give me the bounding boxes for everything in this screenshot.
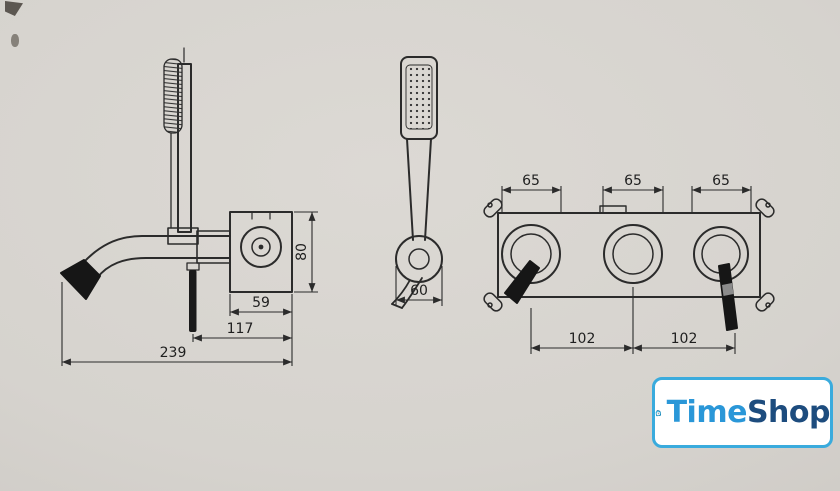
hose-coil [163,58,183,134]
dimension-65-center: 65 [602,173,664,212]
knob-center-dot [258,244,264,250]
timeshop-bag-icon [655,409,662,416]
logo-text-time: Time [666,394,748,430]
control-knob [240,226,282,268]
dimension-239: 239 [61,282,292,366]
dimension-65-right: 65 [691,173,752,212]
dimension-label-102-right: 102 [671,331,698,347]
mounting-tab [755,292,775,312]
spray-face [405,64,433,130]
lever-highlight [722,283,734,296]
shower-handle-left-edge [406,138,414,241]
dimensions-left-view: 80 59 117 239 [61,211,318,366]
logo-text-shop: Shop [746,394,831,430]
dimension-102-left: 102 [530,287,634,354]
tab-hole [487,202,493,208]
mixer-body [229,211,293,293]
clock-ticks [656,411,660,415]
dimension-65-left: 65 [501,173,562,212]
dimension-label-65-left: 65 [522,173,540,189]
hose-outlet-left [391,279,411,305]
dimension-label-60: 60 [410,283,428,299]
mounting-tabs [483,198,775,312]
tab-hole [765,302,771,308]
dimension-label-117: 117 [227,321,254,337]
dimension-label-65-right: 65 [712,173,730,189]
dimension-label-65-center: 65 [624,173,642,189]
spout-bottom-edge [96,257,231,279]
front-view-hand-shower [391,56,443,309]
bag-handle [656,409,660,412]
hose-outlet-right [401,277,423,309]
tab-hole [765,202,771,208]
dimensions-right-view: 65 65 65 102 [501,173,752,354]
hose-outlet-end [391,303,403,309]
dimension-label-102-left: 102 [569,331,596,347]
logo-wordmark: TimeShop [666,394,831,430]
dimension-102-right: 102 [633,331,736,354]
dimension-59: 59 [229,294,293,366]
mounting-box [497,212,761,298]
dimension-label-239: 239 [160,345,187,361]
top-tab [599,205,627,214]
spout-tip [60,259,101,300]
mounting-tab [483,292,503,312]
knob-center-inner [612,233,654,275]
dimension-80: 80 [294,211,318,293]
knob-left [501,224,561,284]
hand-shower-wand [177,63,192,233]
shower-head [400,56,438,140]
lever-handle [189,270,197,332]
knob-left-handle [504,260,540,304]
dimension-117: 117 [192,321,292,342]
shower-handle-right-edge [424,138,432,241]
side-view-mixer [60,47,293,332]
spout-top-edge [82,235,231,264]
front-view-valve-panel [483,198,775,331]
dimension-label-80: 80 [294,243,310,261]
tab-hole [487,302,493,308]
dimension-label-59: 59 [252,295,270,311]
timeshop-logo: TimeShop [652,377,833,448]
mounting-tab [483,198,503,218]
wall-bracket-inner [408,248,430,270]
control-knob-inner [251,237,271,257]
photo-corner-mark-small [11,34,19,47]
knob-right-lever [718,263,738,331]
dimension-60: 60 [395,266,443,306]
knob-center [603,224,663,284]
wall-bracket-ring [395,235,443,283]
mounting-tab [755,198,775,218]
lever-socket [186,262,200,271]
